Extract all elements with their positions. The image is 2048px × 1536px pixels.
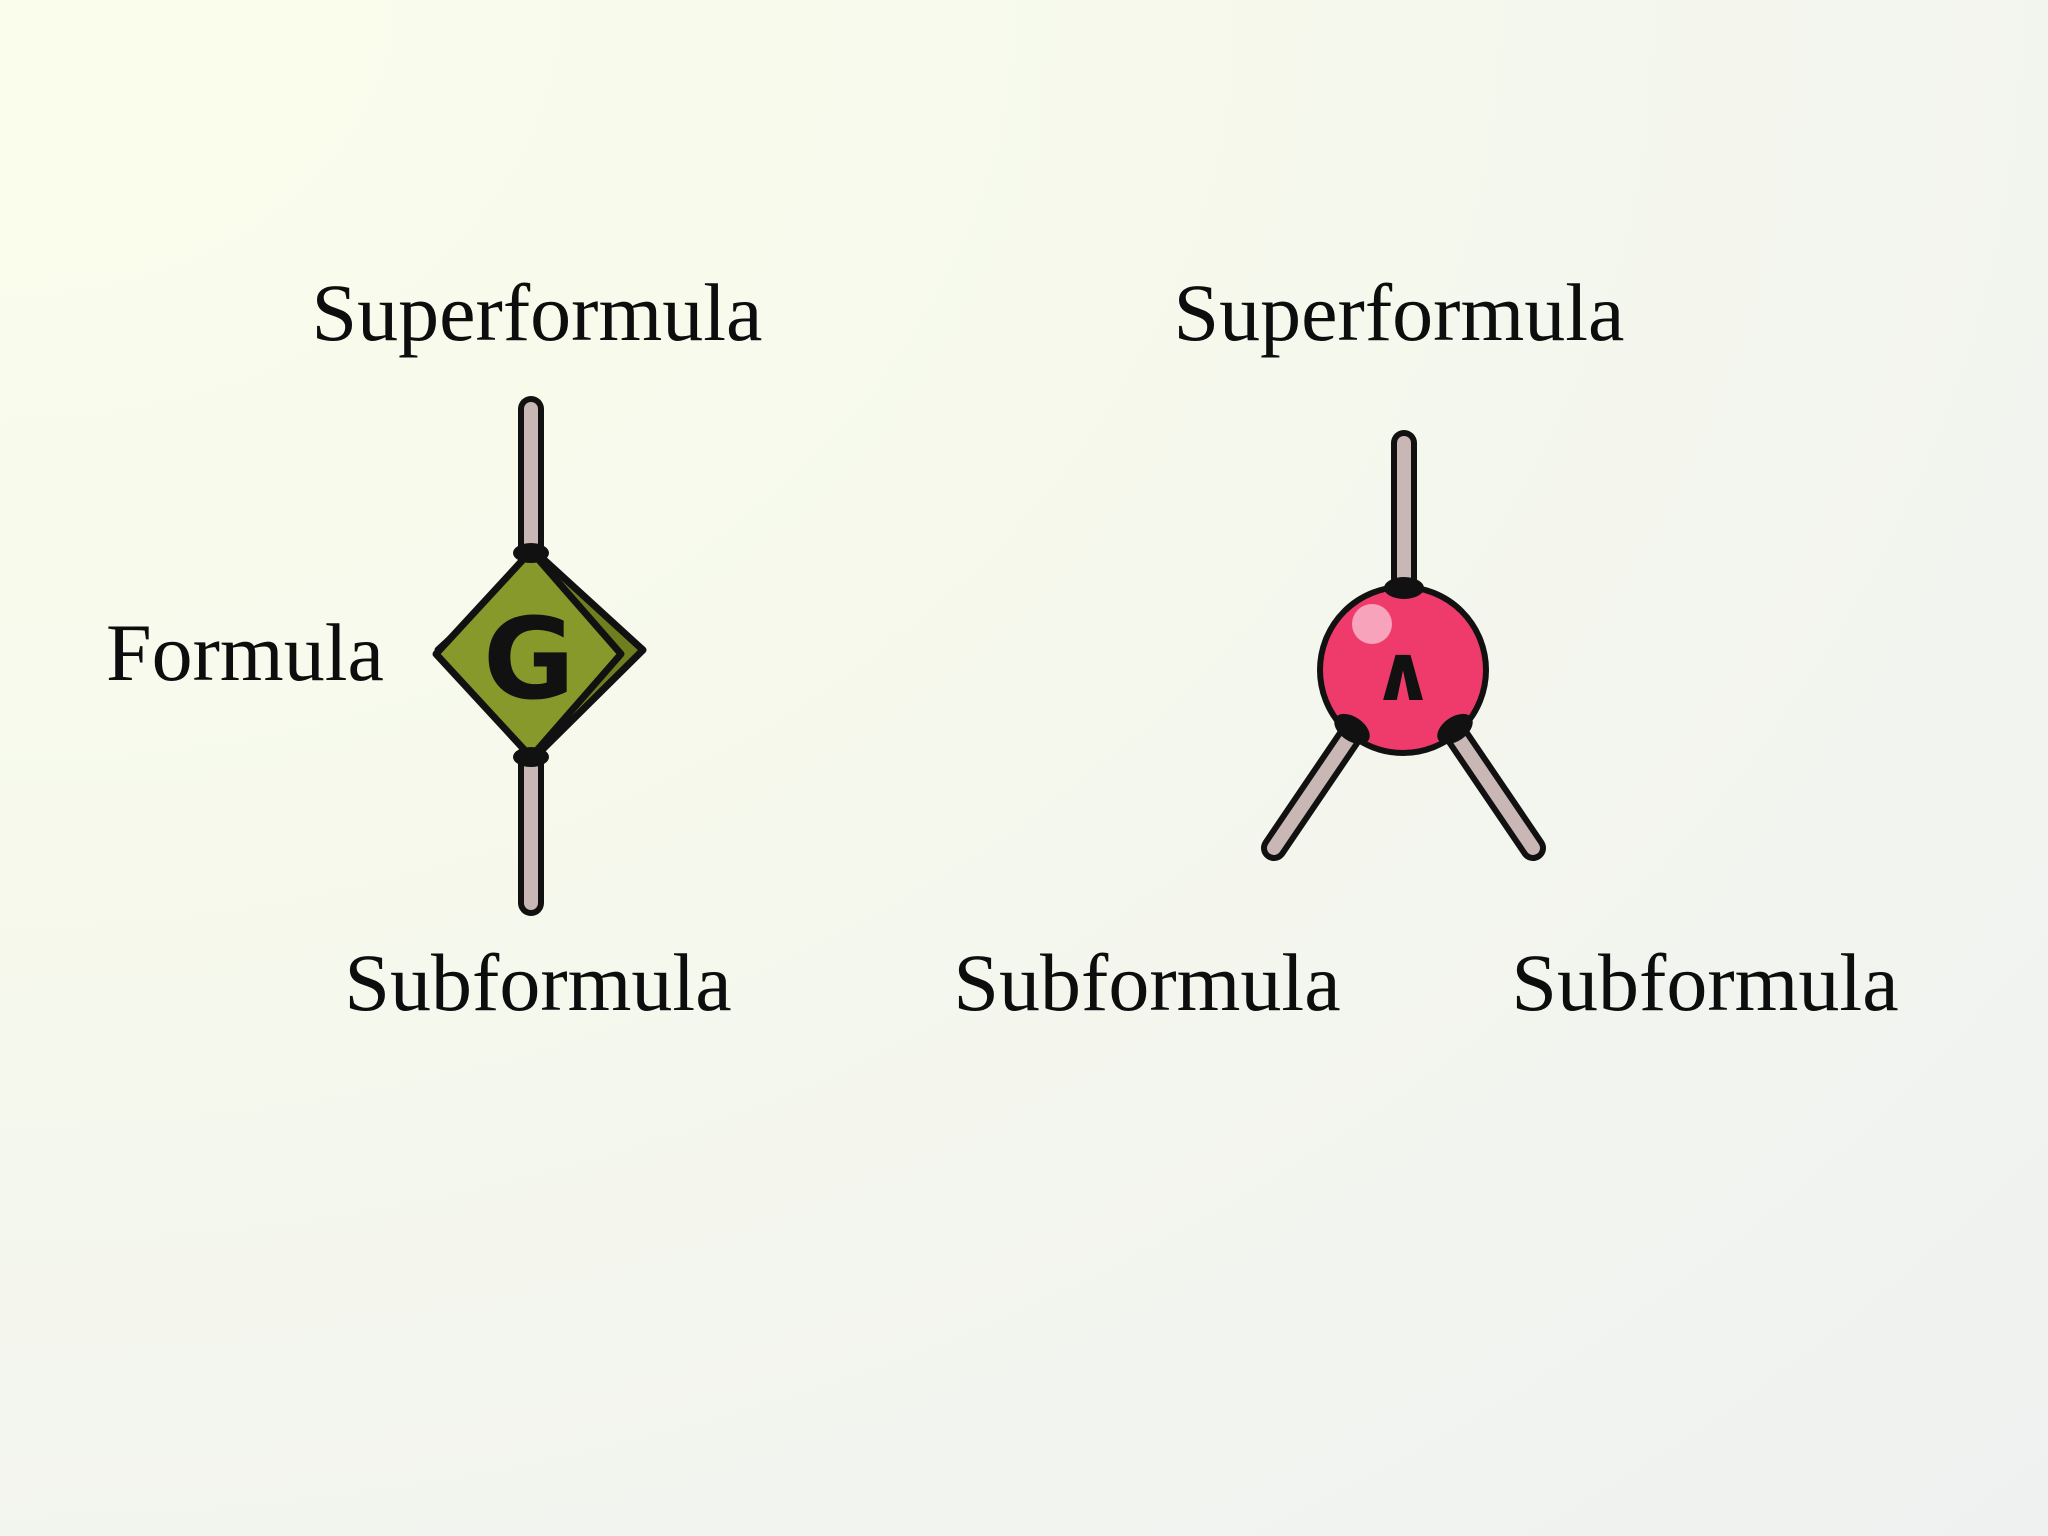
left-diagram: G (432, 396, 647, 916)
left-bottom-connector (513, 747, 549, 767)
formula-node: G (432, 543, 647, 767)
formula-node-symbol: G (483, 595, 575, 725)
formula-label: Formula (106, 607, 384, 698)
right-top-connector (1384, 577, 1424, 599)
conjunction-node-highlight (1352, 604, 1392, 644)
conjunction-node: ∧ (1317, 577, 1489, 756)
right-subformula-left-label: Subformula (953, 937, 1341, 1028)
right-bottom-left-edge (1261, 720, 1365, 861)
right-superformula-label: Superformula (1173, 267, 1625, 358)
conjunction-node-symbol: ∧ (1371, 629, 1434, 719)
left-subformula-label: Subformula (344, 937, 732, 1028)
right-left-connector (1334, 713, 1370, 745)
right-right-connector (1437, 713, 1473, 745)
right-bottom-right-edge (1442, 720, 1546, 861)
left-top-connector (513, 543, 549, 563)
right-diagram: ∧ (1261, 430, 1546, 861)
left-superformula-label: Superformula (311, 267, 763, 358)
right-subformula-right-label: Subformula (1511, 937, 1899, 1028)
